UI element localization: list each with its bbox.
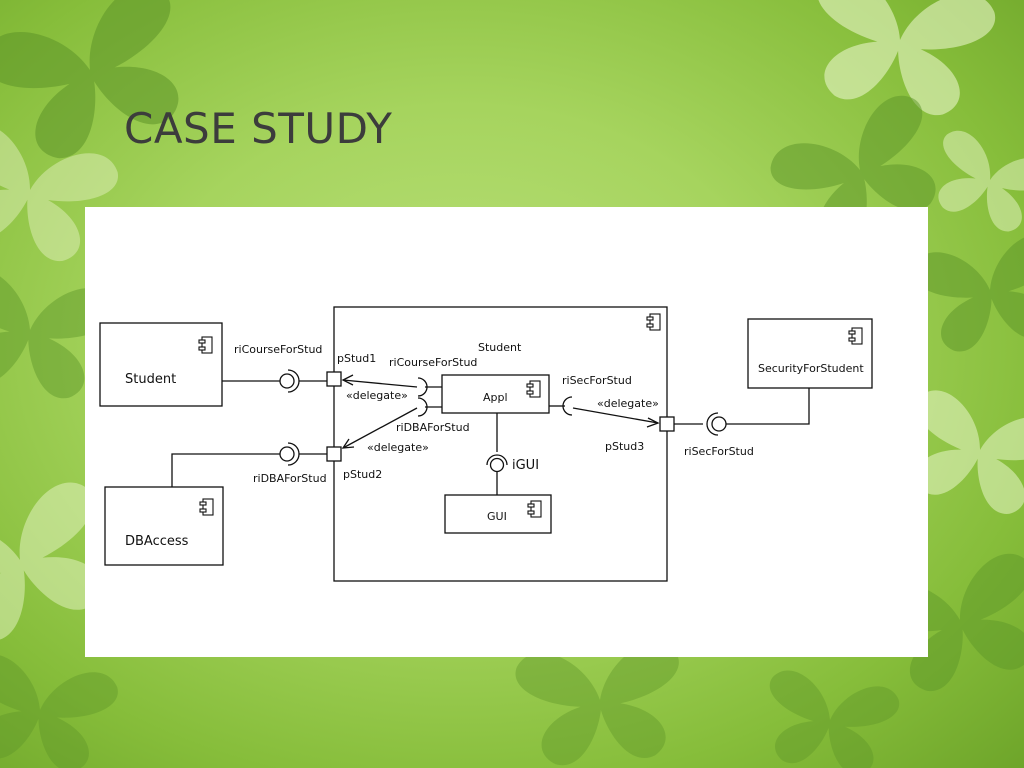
required-interface bbox=[287, 369, 300, 393]
port-pstud3 bbox=[659, 416, 675, 432]
container-label: Student bbox=[478, 341, 522, 354]
arrowhead bbox=[341, 438, 355, 449]
connector-line bbox=[171, 453, 280, 487]
interface-label: riSecForStud bbox=[684, 445, 754, 458]
connector-line bbox=[726, 388, 810, 425]
security-component-label: SecurityForStudent bbox=[758, 362, 864, 375]
required-interface bbox=[706, 412, 719, 436]
required-interface bbox=[417, 377, 428, 397]
port-pstud2-label: pStud2 bbox=[343, 468, 382, 481]
butterfly-icon bbox=[756, 667, 902, 768]
provided-interface bbox=[279, 373, 295, 389]
butterfly-icon bbox=[921, 126, 1024, 241]
interface-label: iGUI bbox=[512, 458, 539, 473]
butterfly-icon bbox=[513, 640, 688, 768]
interface-label: riCourseForStud bbox=[234, 343, 322, 356]
port-pstud2 bbox=[326, 446, 342, 462]
component-diagram: Student Student DBAccess SecurityForStud… bbox=[85, 207, 928, 657]
delegate-arrow bbox=[342, 407, 418, 449]
required-interface bbox=[417, 397, 428, 417]
provided-interface bbox=[489, 457, 505, 473]
delegate-label: «delegate» bbox=[597, 397, 659, 410]
dbaccess-component-label: DBAccess bbox=[125, 534, 189, 549]
provided-interface bbox=[711, 416, 727, 432]
appl-component-label: Appl bbox=[483, 391, 508, 404]
required-interface bbox=[287, 442, 300, 466]
student-component-label: Student bbox=[125, 372, 176, 387]
slide-title: CASE STUDY bbox=[124, 104, 393, 153]
interface-label: riDBAForStud bbox=[396, 421, 470, 434]
arrowhead bbox=[646, 417, 660, 428]
interface-label: riCourseForStud bbox=[389, 356, 477, 369]
interface-label: riSecForStud bbox=[562, 374, 632, 387]
provided-interface bbox=[279, 446, 295, 462]
port-pstud3-label: pStud3 bbox=[605, 440, 644, 453]
required-interface bbox=[486, 454, 508, 466]
delegate-arrow bbox=[342, 379, 418, 388]
port-pstud1 bbox=[326, 371, 342, 387]
gui-component-label: GUI bbox=[487, 510, 507, 523]
student-component bbox=[99, 322, 223, 407]
interface-label: riDBAForStud bbox=[253, 472, 327, 485]
delegate-label: «delegate» bbox=[367, 441, 429, 454]
arrowhead bbox=[341, 374, 354, 386]
port-pstud1-label: pStud1 bbox=[337, 352, 376, 365]
delegate-arrow bbox=[572, 407, 659, 424]
delegate-label: «delegate» bbox=[346, 389, 408, 402]
student-container bbox=[333, 306, 668, 582]
required-interface bbox=[562, 396, 573, 416]
butterfly-icon bbox=[0, 650, 121, 768]
